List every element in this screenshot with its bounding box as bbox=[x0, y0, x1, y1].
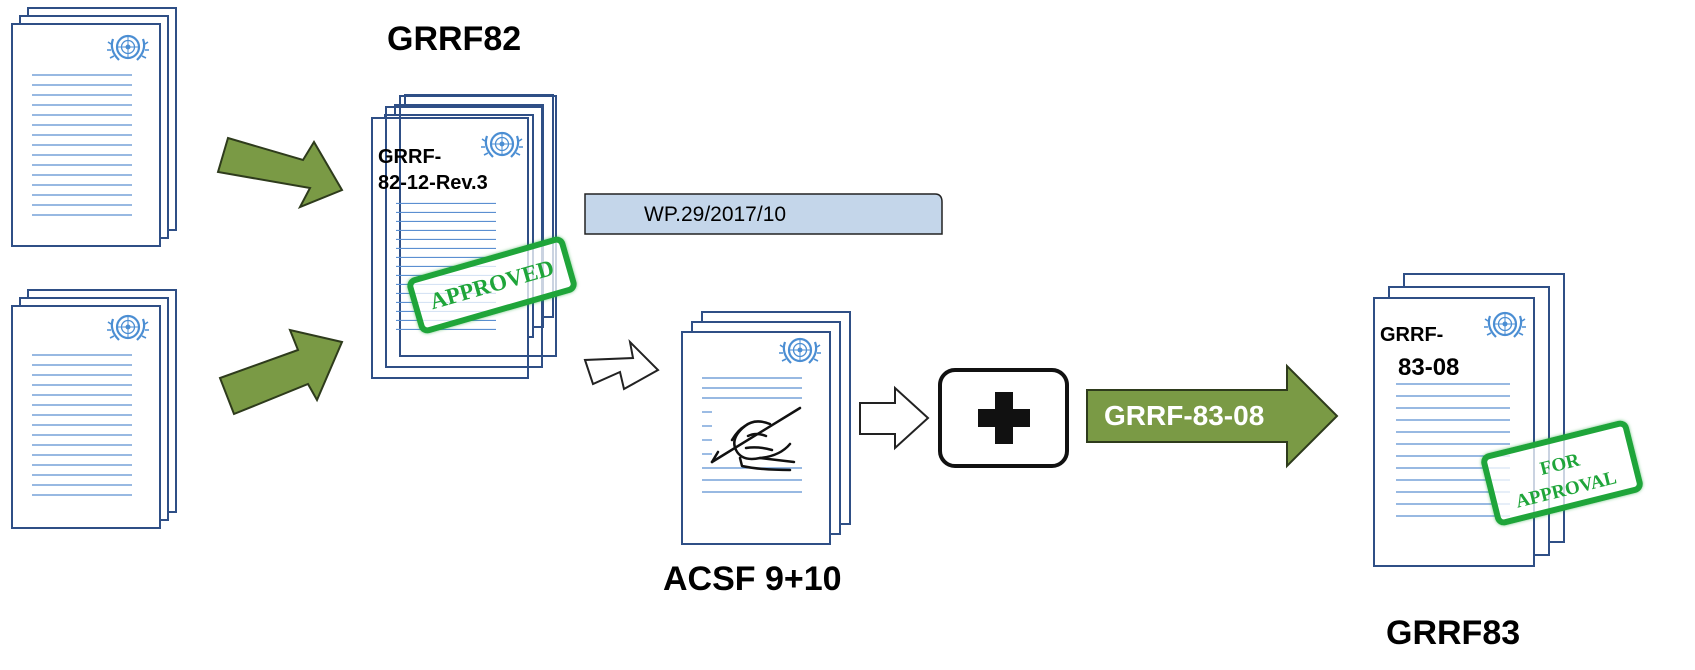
document-stack-for-approval bbox=[1373, 273, 1565, 567]
outline-arrow-to-plus bbox=[859, 385, 930, 451]
final-arrow-label: GRRF-83-08 bbox=[1104, 400, 1265, 431]
wp29-banner bbox=[584, 193, 943, 235]
document-stack-acsf bbox=[681, 311, 851, 545]
approved-doc-id-line2: 82-12-Rev.3 bbox=[378, 172, 488, 194]
wp29-banner-text: WP.29/2017/10 bbox=[644, 203, 787, 226]
plus-icon bbox=[978, 392, 1030, 444]
green-arrow-upper bbox=[216, 136, 344, 209]
green-arrow-final bbox=[1086, 363, 1339, 469]
acsf-label: ACSF 9+10 bbox=[663, 560, 842, 598]
document-stack-input-top bbox=[11, 7, 177, 247]
session-label-grrf82: GRRF82 bbox=[387, 20, 522, 58]
approval-doc-id-line2: 83-08 bbox=[1398, 354, 1460, 381]
document-stack-approved bbox=[371, 94, 557, 379]
session-label-grrf83: GRRF83 bbox=[1386, 614, 1521, 652]
approved-doc-id-line1: GRRF- bbox=[378, 146, 442, 168]
writing-hand-icon bbox=[710, 406, 802, 472]
document-stack-input-bottom bbox=[11, 289, 177, 529]
green-arrow-lower bbox=[218, 328, 344, 416]
plus-box bbox=[938, 368, 1069, 468]
outline-arrow-to-acsf bbox=[583, 339, 660, 391]
approval-doc-id-line1: GRRF- bbox=[1380, 324, 1444, 346]
